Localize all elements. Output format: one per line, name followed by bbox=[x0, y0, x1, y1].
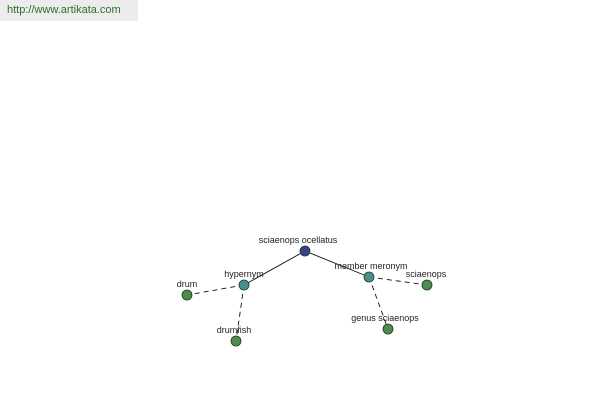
edge-member-meronym-sciaenops bbox=[368, 276, 428, 286]
node-drum[interactable] bbox=[181, 289, 193, 301]
source-url[interactable]: http://www.artikata.com bbox=[0, 0, 138, 21]
edge-hypernym-drum bbox=[186, 284, 245, 296]
edge-root-hypernym bbox=[243, 250, 306, 286]
node-label-sciaenops[interactable]: sciaenops bbox=[406, 269, 447, 279]
node-label-hypernym[interactable]: hypernym bbox=[224, 269, 264, 279]
node-label-drumfish[interactable]: drumfish bbox=[217, 325, 252, 335]
graph-edges bbox=[186, 250, 428, 342]
node-label-root[interactable]: sciaenops ocellatus bbox=[259, 235, 338, 245]
edge-member-meronym-genus-sciaenops bbox=[368, 276, 389, 330]
node-sciaenops[interactable] bbox=[421, 279, 433, 291]
node-root[interactable] bbox=[299, 245, 311, 257]
node-genus-sciaenops[interactable] bbox=[382, 323, 394, 335]
node-member-meronym[interactable] bbox=[363, 271, 375, 283]
node-label-genus-sciaenops[interactable]: genus sciaenops bbox=[351, 313, 419, 323]
node-drumfish[interactable] bbox=[230, 335, 242, 347]
graph-nodes: sciaenops ocellatus hypernym member merony… bbox=[177, 235, 447, 347]
edge-root-member-meronym bbox=[304, 250, 370, 278]
node-label-drum[interactable]: drum bbox=[177, 279, 198, 289]
edge-hypernym-drumfish bbox=[235, 284, 245, 342]
node-label-member-meronym[interactable]: member meronym bbox=[334, 261, 407, 271]
node-hypernym[interactable] bbox=[238, 279, 250, 291]
